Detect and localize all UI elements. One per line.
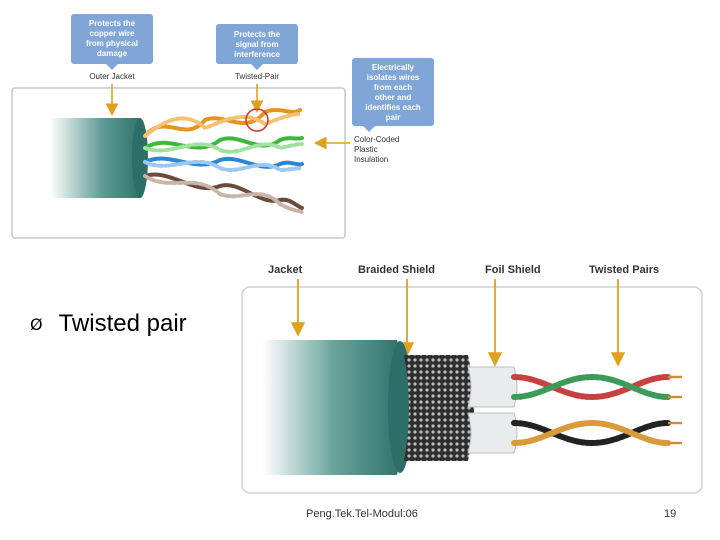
callout-physical-line: damage bbox=[97, 49, 128, 58]
callout-physical-line: from physical bbox=[86, 39, 138, 48]
callout-isolates-line: identifies each bbox=[365, 103, 421, 112]
callout-physical-line: copper wire bbox=[90, 29, 135, 38]
label-insulation-line: Plastic bbox=[354, 145, 378, 154]
callout-interference-line: signal from bbox=[235, 40, 278, 49]
callout-isolates-line: from each bbox=[374, 83, 412, 92]
twisted-pair-highlight bbox=[245, 108, 269, 132]
callout-isolates-line: other and bbox=[375, 93, 412, 102]
pair-blue bbox=[143, 156, 304, 173]
callout-interference-line: interference bbox=[234, 50, 280, 59]
pair-black-orange bbox=[511, 419, 671, 447]
callout-interference-line: Protects the bbox=[234, 30, 281, 39]
label-braided-shield: Braided Shield bbox=[358, 264, 435, 276]
label-insulation-line: Insulation bbox=[354, 155, 388, 164]
callout-isolates-line: pair bbox=[386, 113, 401, 122]
callout-interference-box bbox=[216, 24, 298, 64]
foil-shield-upper bbox=[467, 366, 518, 408]
label-twisted-pair: Twisted-Pair bbox=[235, 72, 279, 81]
callout-physical-line: Protects the bbox=[89, 19, 136, 28]
cable-anatomy-diagram: Protects the copper wire from physical d… bbox=[11, 14, 434, 239]
bullet-arrow-icon: Ø bbox=[30, 314, 43, 334]
callout-physical-box bbox=[71, 14, 153, 64]
pair-green bbox=[143, 136, 304, 154]
page-number: 19 bbox=[664, 508, 677, 520]
pair-brown bbox=[143, 172, 304, 214]
pair-red-green bbox=[511, 373, 671, 401]
label-jacket: Jacket bbox=[268, 264, 303, 276]
bullet-item: Ø Twisted pair bbox=[30, 310, 187, 338]
callout-isolates-box bbox=[352, 58, 434, 126]
callout-isolates-line: Electrically bbox=[372, 63, 415, 72]
jacket-shape bbox=[262, 340, 406, 475]
label-outer-jacket: Outer Jacket bbox=[89, 72, 135, 81]
outer-jacket-shape bbox=[50, 118, 145, 198]
pair-orange bbox=[143, 108, 302, 138]
braided-shield-shape bbox=[404, 355, 474, 461]
label-twisted-pairs: Twisted Pairs bbox=[589, 264, 659, 276]
label-insulation-line: Color-Coded bbox=[354, 135, 399, 144]
label-foil-shield: Foil Shield bbox=[485, 264, 541, 276]
footer-course: Peng.Tek.Tel-Modul:06 bbox=[306, 508, 418, 520]
foil-shield-lower bbox=[467, 412, 518, 454]
bullet-text: Twisted pair bbox=[58, 310, 187, 337]
callout-isolates-line: isolates wires bbox=[367, 73, 420, 82]
shielded-cable-diagram: Jacket Braided Shield Foil Shield Twiste… bbox=[241, 264, 703, 494]
